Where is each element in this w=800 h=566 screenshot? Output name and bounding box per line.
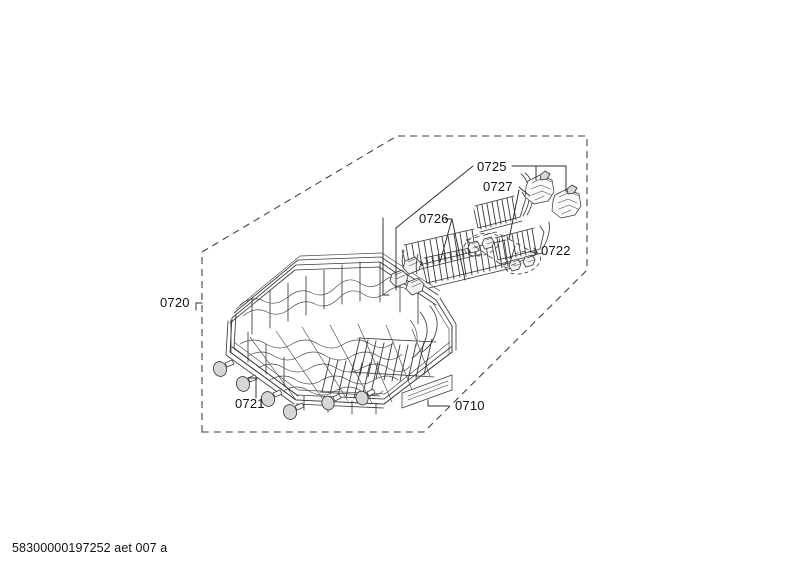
small-clip: [467, 240, 481, 254]
roller-wheel: [235, 374, 258, 392]
basket-right-rim: [383, 297, 457, 405]
lower-basket-assembly: [225, 252, 457, 415]
basket-front-rail: [295, 399, 385, 409]
foldable-tine-rack-rear-upper: [473, 191, 527, 233]
basket-base-cross-wires: [249, 323, 431, 404]
small-clip-pair-lower: [504, 250, 541, 275]
basket-left-side-bars: [230, 319, 285, 387]
leader-0726: [439, 218, 466, 281]
hinge-clip: [402, 256, 422, 275]
roller-wheel: [282, 402, 305, 420]
hinge-clip: [405, 277, 425, 296]
part-label-0727: 0727: [483, 179, 513, 194]
leader-0725: [395, 165, 567, 229]
small-clip-pair-upper: [463, 232, 500, 257]
sheet-caption: 58300000197252 aet 007 a: [12, 541, 167, 555]
leader-0710: [427, 399, 450, 407]
end-cap-clip-lower: [551, 184, 582, 219]
end-cap-clip-upper: [524, 170, 555, 205]
basket-base-grid: [239, 339, 411, 396]
leader-0721: [247, 377, 257, 399]
basket-roller-wheels: [212, 359, 376, 420]
roller-wheel: [321, 393, 342, 411]
basket-left-rim: [225, 313, 299, 405]
subassembly-bracket: [382, 217, 397, 296]
part-label-0725: 0725: [477, 159, 507, 174]
small-clip: [522, 254, 536, 268]
part-label-0710: 0710: [455, 398, 485, 413]
leader-0727: [508, 186, 531, 240]
part-label-0721: 0721: [235, 396, 265, 411]
basket-back-tines: [251, 261, 419, 335]
assembly-boundary-dashed: [201, 135, 588, 433]
tine-rack-comb: [494, 227, 543, 265]
tine-rack-comb: [474, 195, 523, 233]
basket-right-tine-section: [409, 305, 438, 359]
leader-0720: [195, 302, 203, 311]
part-label-0722: 0722: [541, 243, 571, 258]
trim-strip-plate: [401, 374, 453, 409]
part-label-0726: 0726: [419, 211, 449, 226]
small-clip: [481, 236, 495, 250]
small-clip: [508, 258, 522, 272]
roller-wheel: [212, 359, 235, 377]
part-label-0720: 0720: [160, 295, 190, 310]
leader-0722: [533, 247, 538, 257]
basket-integrated-tine-row-a: [349, 337, 437, 382]
basket-back-wave-wires: [239, 275, 412, 317]
tine-rack-hinge-clips-left: [389, 249, 425, 296]
hinge-clip: [389, 269, 409, 288]
roller-wheel: [355, 388, 376, 406]
roller-wheel: [260, 389, 283, 407]
